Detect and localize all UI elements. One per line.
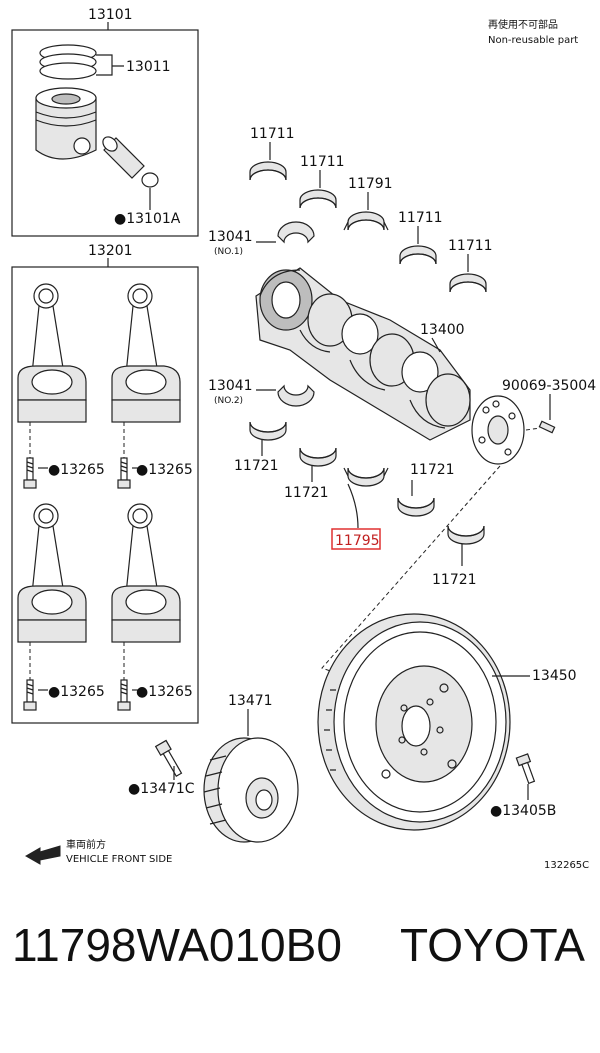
piston-rings — [39, 44, 97, 80]
brand-name: TOYOTA — [400, 919, 585, 971]
label-13041-no2: 13041 — [208, 378, 253, 394]
upper-thrust-bearing — [343, 211, 389, 231]
label-11721-3: 11721 — [410, 462, 455, 478]
connecting-rod-2 — [111, 283, 181, 423]
rod-bolt-2 — [117, 457, 131, 489]
connecting-rod-group-box — [11, 266, 199, 724]
label-11711-1: 11711 — [250, 126, 295, 142]
label-90069-35004: 90069-35004 — [502, 378, 596, 394]
upper-main-bearing-4 — [449, 273, 487, 293]
vehicle-front-arrow-icon — [24, 845, 61, 865]
snap-ring — [141, 172, 159, 188]
label-13201: 13201 — [88, 243, 133, 259]
crankshaft-pulley — [203, 737, 299, 843]
lower-main-bearing-3 — [397, 497, 435, 517]
label-11791: 11791 — [348, 176, 393, 192]
part-number: 11798WA010B0 — [12, 919, 342, 971]
label-13265-4: ●13265 — [136, 684, 193, 700]
label-11721-4: 11721 — [432, 572, 477, 588]
thrust-washer-no1 — [277, 221, 315, 244]
label-13265-2: ●13265 — [136, 462, 193, 478]
label-11711-3: 11711 — [398, 210, 443, 226]
legend-en: Non-reusable part — [488, 35, 578, 46]
rod-bolt-3 — [23, 679, 37, 711]
label-13041-no1-sub: (NO.1) — [214, 247, 243, 257]
upper-main-bearing-3 — [399, 245, 437, 265]
drawing-code: 132265C — [544, 860, 589, 871]
label-13471C: ●13471C — [128, 781, 195, 797]
label-13400: 13400 — [420, 322, 465, 338]
label-13265-1: ●13265 — [48, 462, 105, 478]
highlight-box-11795 — [331, 528, 381, 550]
footer: 11798WA010B0 TOYOTA — [0, 918, 600, 988]
lower-main-bearing-4 — [447, 525, 485, 545]
label-13405B: ●13405B — [490, 803, 556, 819]
connecting-rod-1 — [17, 283, 87, 423]
upper-main-bearing-2 — [299, 189, 337, 209]
rod-bolt-4 — [117, 679, 131, 711]
upper-main-bearing-1 — [249, 161, 287, 181]
lower-main-bearing-1 — [249, 421, 287, 441]
crankshaft — [255, 267, 525, 465]
piston-group-box — [11, 29, 199, 237]
legend-jp: 再使用不可部品 — [488, 18, 558, 31]
label-13011: 13011 — [126, 59, 171, 75]
crankshaft-exploded-diagram: 再使用不可部品 Non-reusable part 13101 13011 ●1… — [11, 7, 596, 871]
label-13101A: ●13101A — [114, 211, 181, 227]
connecting-rod-3 — [17, 503, 87, 643]
label-13265-3: ●13265 — [48, 684, 105, 700]
rod-bolt-1 — [23, 457, 37, 489]
label-11711-2: 11711 — [300, 154, 345, 170]
label-11721-2: 11721 — [284, 485, 329, 501]
label-13041-no2-sub: (NO.2) — [214, 396, 243, 406]
label-11795: 11795 — [335, 533, 380, 549]
lower-thrust-bearing — [343, 467, 389, 487]
label-13101: 13101 — [88, 7, 133, 23]
label-13471: 13471 — [228, 693, 273, 709]
connecting-rod-4 — [111, 503, 181, 643]
label-11721-1: 11721 — [234, 458, 279, 474]
thrust-washer-no2 — [277, 384, 315, 407]
flywheel — [317, 613, 511, 831]
crankshaft-pin — [538, 420, 556, 434]
label-11711-4: 11711 — [448, 238, 493, 254]
pulley-bolt — [154, 739, 183, 777]
flywheel-bolt — [515, 753, 536, 785]
lower-main-bearing-2 — [299, 447, 337, 467]
piston — [35, 87, 97, 160]
front-side-jp: 車両前方 — [66, 838, 106, 851]
label-13450: 13450 — [532, 668, 577, 684]
label-13041-no1: 13041 — [208, 229, 253, 245]
front-side-en: VEHICLE FRONT SIDE — [66, 854, 172, 865]
piston-pin — [102, 136, 145, 179]
